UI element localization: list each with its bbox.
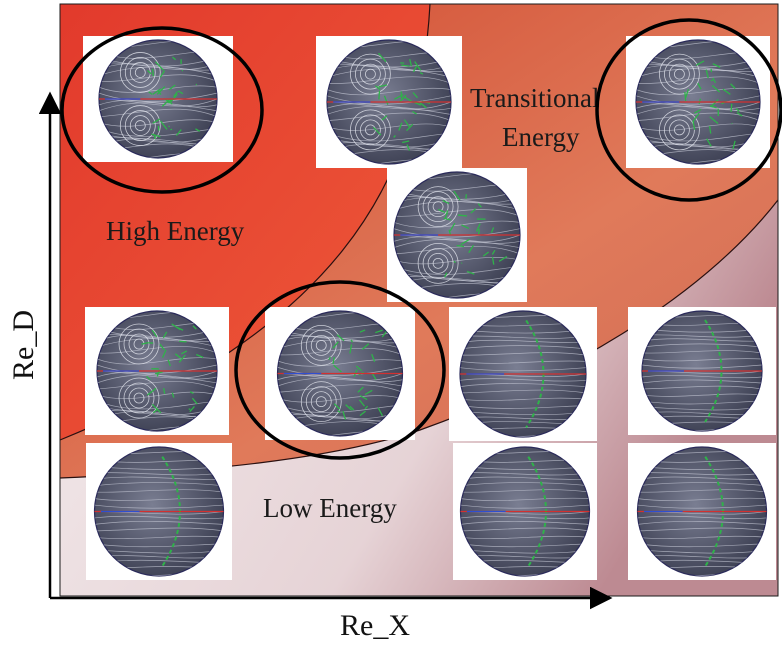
flow-thumbnail	[83, 36, 233, 162]
highlight-ring	[60, 26, 264, 194]
high-energy-label: High Energy	[106, 216, 245, 246]
highlight-ring	[595, 18, 782, 202]
flow-thumbnail	[387, 168, 527, 302]
x-axis-label: Re_X	[340, 609, 410, 642]
flow-thumbnail	[453, 443, 597, 580]
flow-thumbnails	[83, 36, 776, 580]
flow-thumbnail	[628, 307, 776, 435]
flow-thumbnail	[628, 443, 776, 580]
flow-thumbnail	[86, 443, 232, 580]
flow-thumbnail	[265, 307, 415, 440]
flow-thumbnail	[449, 307, 597, 441]
low-energy-label: Low Energy	[263, 493, 397, 523]
flow-thumbnail	[85, 307, 229, 435]
y-axis-label: Re_D	[7, 310, 40, 380]
highlight-rings	[60, 18, 782, 460]
plot-frame	[59, 3, 779, 597]
flow-thumbnail	[626, 36, 770, 168]
transitional-energy-label-line2: Energy	[502, 122, 580, 152]
highlight-ring	[234, 280, 446, 460]
streamlines	[99, 40, 217, 158]
transitional-energy-label-line1: Transitional	[470, 83, 600, 113]
flow-thumbnail	[316, 36, 462, 168]
